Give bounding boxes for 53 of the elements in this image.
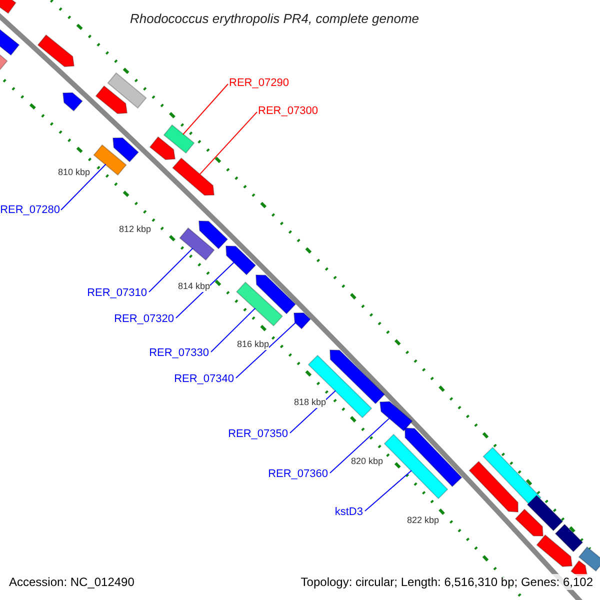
gene-bar bbox=[554, 524, 584, 552]
gene-block bbox=[293, 312, 312, 330]
leader-line bbox=[199, 112, 258, 176]
gene-bar bbox=[93, 144, 127, 176]
leader-line bbox=[330, 418, 390, 474]
gene-label: RER_07310 bbox=[87, 286, 147, 300]
gene-bar bbox=[578, 546, 600, 572]
gene-block bbox=[225, 245, 256, 276]
gene-block bbox=[62, 92, 83, 112]
position-label: 822 kbp bbox=[407, 515, 440, 526]
gene-block bbox=[198, 220, 228, 250]
gene-label: RER_07360 bbox=[268, 467, 328, 481]
gene-bar bbox=[236, 282, 284, 326]
gene-block bbox=[404, 427, 462, 488]
gene-bar bbox=[179, 227, 215, 261]
leader-line bbox=[60, 164, 106, 210]
leader-line bbox=[176, 262, 235, 318]
leader-line bbox=[148, 248, 194, 292]
gene-block bbox=[95, 85, 128, 114]
map-title: Rhodococcus erythropolis PR4, complete genome bbox=[130, 10, 420, 28]
gene-block bbox=[172, 157, 215, 196]
leader-line bbox=[364, 470, 412, 512]
gene-label: RER_07280 bbox=[0, 203, 60, 217]
gene-bar bbox=[526, 494, 564, 532]
position-label: 816 kbp bbox=[237, 339, 270, 350]
gene-block bbox=[329, 349, 386, 404]
gene-label: RER_07330 bbox=[149, 346, 209, 360]
gene-bar bbox=[107, 72, 147, 109]
gene-label: RER_07340 bbox=[174, 372, 234, 386]
gene-bar bbox=[163, 124, 195, 154]
gene-bar bbox=[308, 354, 372, 418]
position-label: 818 kbp bbox=[294, 397, 326, 408]
gene-label: RER_07350 bbox=[228, 427, 288, 441]
gene-block bbox=[112, 137, 140, 162]
position-label: 814 kbp bbox=[178, 281, 210, 292]
gene-label: kstD3 bbox=[334, 505, 363, 519]
footer-text: Accession: NC_012490 bbox=[8, 574, 136, 590]
gene-label: RER_07290 bbox=[229, 76, 289, 90]
leader-line bbox=[210, 308, 256, 352]
gene-block bbox=[37, 34, 75, 68]
position-label: 812 kbp bbox=[119, 224, 152, 235]
gene-label: RER_07300 bbox=[258, 104, 318, 118]
position-label: 820 kbp bbox=[351, 456, 384, 467]
gene-bar bbox=[0, 0, 16, 14]
gene-block bbox=[149, 136, 176, 160]
leader-line bbox=[236, 322, 296, 378]
gene-bar bbox=[384, 434, 448, 500]
gene-block bbox=[255, 274, 296, 314]
gene-label: RER_07320 bbox=[114, 312, 174, 326]
leader-line bbox=[182, 84, 228, 136]
gene-block bbox=[536, 534, 573, 567]
position-label: 810 kbp bbox=[58, 167, 90, 178]
gene-block bbox=[468, 460, 518, 513]
